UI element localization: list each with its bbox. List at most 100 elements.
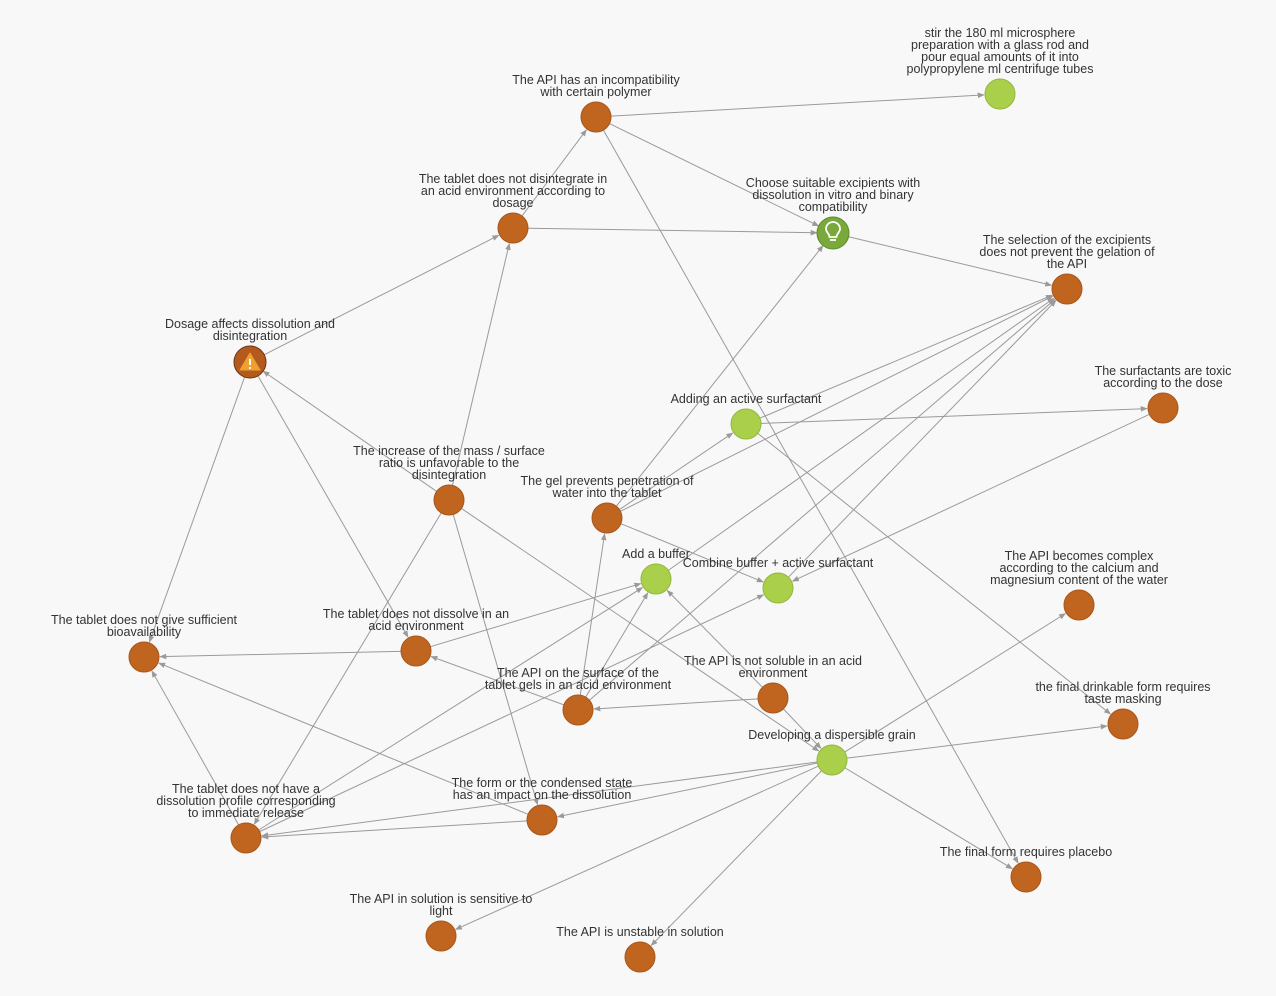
node-n9[interactable]: The increase of the mass / surfaceratio … bbox=[353, 444, 545, 516]
node-label: dissolution in vitro and binary bbox=[752, 188, 914, 202]
node-n12[interactable]: Combine buffer + active surfactant bbox=[683, 556, 874, 604]
node-label: environment bbox=[739, 666, 808, 680]
edge-n20-to-n12 bbox=[259, 594, 765, 833]
edges-layer bbox=[148, 92, 1150, 947]
node-label: Dosage affects dissolution and bbox=[165, 317, 335, 331]
solution-node-circle[interactable] bbox=[640, 563, 672, 595]
node-label: The surfactants are toxic bbox=[1095, 364, 1232, 378]
problem-node-circle[interactable] bbox=[562, 694, 594, 726]
node-label: disintegration bbox=[213, 329, 287, 343]
node-label: The API is not soluble in an acid bbox=[684, 654, 862, 668]
node-label: bioavailability bbox=[107, 625, 182, 639]
problem-node-circle[interactable] bbox=[128, 641, 160, 673]
insight-node-circle[interactable] bbox=[816, 216, 850, 250]
edge-n19-to-n22 bbox=[844, 767, 1013, 870]
problem-node-circle[interactable] bbox=[624, 941, 656, 973]
edge-n8-to-n7 bbox=[760, 406, 1148, 424]
node-label: The tablet does not have a bbox=[172, 782, 320, 796]
node-n16[interactable]: The API is not soluble in an acidenviron… bbox=[684, 654, 862, 714]
edge-n4-to-n5 bbox=[847, 236, 1053, 287]
node-n11[interactable]: Add a buffer bbox=[622, 547, 690, 595]
node-n19[interactable]: Developing a dispersible grain bbox=[748, 728, 916, 776]
node-label: with certain polymer bbox=[539, 85, 651, 99]
node-n4[interactable]: Choose suitable excipients withdissoluti… bbox=[746, 176, 920, 250]
problem-node-circle[interactable] bbox=[1063, 589, 1095, 621]
problem-node-circle[interactable] bbox=[433, 484, 465, 516]
node-label: taste masking bbox=[1084, 692, 1161, 706]
node-n8[interactable]: Adding an active surfactant bbox=[671, 392, 822, 440]
problem-node-circle[interactable] bbox=[400, 635, 432, 667]
problem-node-circle[interactable] bbox=[1051, 273, 1083, 305]
edge-n9-to-n19 bbox=[461, 508, 820, 752]
edge-n6-to-n14 bbox=[148, 375, 246, 643]
node-label: The API is unstable in solution bbox=[556, 925, 724, 939]
node-n14[interactable]: The tablet does not give sufficientbioav… bbox=[51, 613, 238, 673]
node-label: The increase of the mass / surface bbox=[353, 444, 545, 458]
solution-node-circle[interactable] bbox=[816, 744, 848, 776]
edge-n19-to-n23 bbox=[454, 765, 819, 930]
edge-n16-to-n17 bbox=[593, 698, 759, 712]
edge-n3-to-n4 bbox=[527, 227, 818, 236]
node-label: stir the 180 ml microsphere bbox=[925, 26, 1076, 40]
solution-node-circle[interactable] bbox=[762, 572, 794, 604]
node-label: The API becomes complex bbox=[1005, 549, 1154, 563]
problem-node-circle[interactable] bbox=[230, 822, 262, 854]
node-label: Combine buffer + active surfactant bbox=[683, 556, 874, 570]
edge-n10-to-n8 bbox=[619, 432, 734, 511]
edge-n9-to-n21 bbox=[452, 514, 539, 806]
node-label: does not prevent the gelation of bbox=[979, 245, 1155, 259]
problem-node-circle[interactable] bbox=[1010, 861, 1042, 893]
node-label: The tablet does not give sufficient bbox=[51, 613, 238, 627]
node-label: The gel prevents penetration of bbox=[520, 474, 694, 488]
solution-node-circle[interactable] bbox=[984, 78, 1016, 110]
problem-node-circle[interactable] bbox=[1147, 392, 1179, 424]
edge-n16-to-n19 bbox=[782, 708, 822, 749]
edge-n17-to-n5 bbox=[589, 298, 1056, 701]
node-label: Choose suitable excipients with bbox=[746, 176, 920, 190]
edge-n21-to-n20 bbox=[261, 820, 528, 840]
edge-n11-to-n5 bbox=[667, 297, 1055, 571]
edge-n8-to-n5 bbox=[759, 294, 1053, 419]
node-n24[interactable]: The API is unstable in solution bbox=[556, 925, 724, 973]
node-label: The API has an incompatibility bbox=[512, 73, 680, 87]
problem-node-circle[interactable] bbox=[425, 920, 457, 952]
problem-node-circle[interactable] bbox=[1107, 708, 1139, 740]
node-label: tablet gels in an acid environment bbox=[485, 678, 672, 692]
problem-node-circle[interactable] bbox=[526, 804, 558, 836]
node-label: The final form requires placebo bbox=[940, 845, 1112, 859]
solution-node-circle[interactable] bbox=[730, 408, 762, 440]
node-label: magnesium content of the water bbox=[990, 573, 1168, 587]
problem-node-circle[interactable] bbox=[757, 682, 789, 714]
edge-n7-to-n12 bbox=[791, 413, 1150, 582]
problem-node-circle[interactable] bbox=[591, 502, 623, 534]
node-n6[interactable]: Dosage affects dissolution anddisintegra… bbox=[165, 317, 335, 379]
node-n22[interactable]: The final form requires placebo bbox=[940, 845, 1112, 893]
node-label: Add a buffer bbox=[622, 547, 690, 561]
problem-node-circle[interactable] bbox=[580, 101, 612, 133]
edge-n20-to-n11 bbox=[258, 587, 644, 831]
edge-n10-to-n4 bbox=[615, 244, 824, 507]
node-label: ratio is unfavorable to the bbox=[379, 456, 519, 470]
edge-n20-to-n14 bbox=[151, 670, 240, 826]
node-label: polypropylene ml centrifuge tubes bbox=[907, 62, 1094, 76]
node-label: The form or the condensed state bbox=[452, 776, 633, 790]
node-label: the API bbox=[1047, 257, 1087, 271]
node-label: The selection of the excipients bbox=[983, 233, 1151, 247]
edge-n9-to-n3 bbox=[451, 242, 511, 486]
problem-node-circle[interactable] bbox=[497, 212, 529, 244]
node-label: water into the tablet bbox=[551, 486, 662, 500]
